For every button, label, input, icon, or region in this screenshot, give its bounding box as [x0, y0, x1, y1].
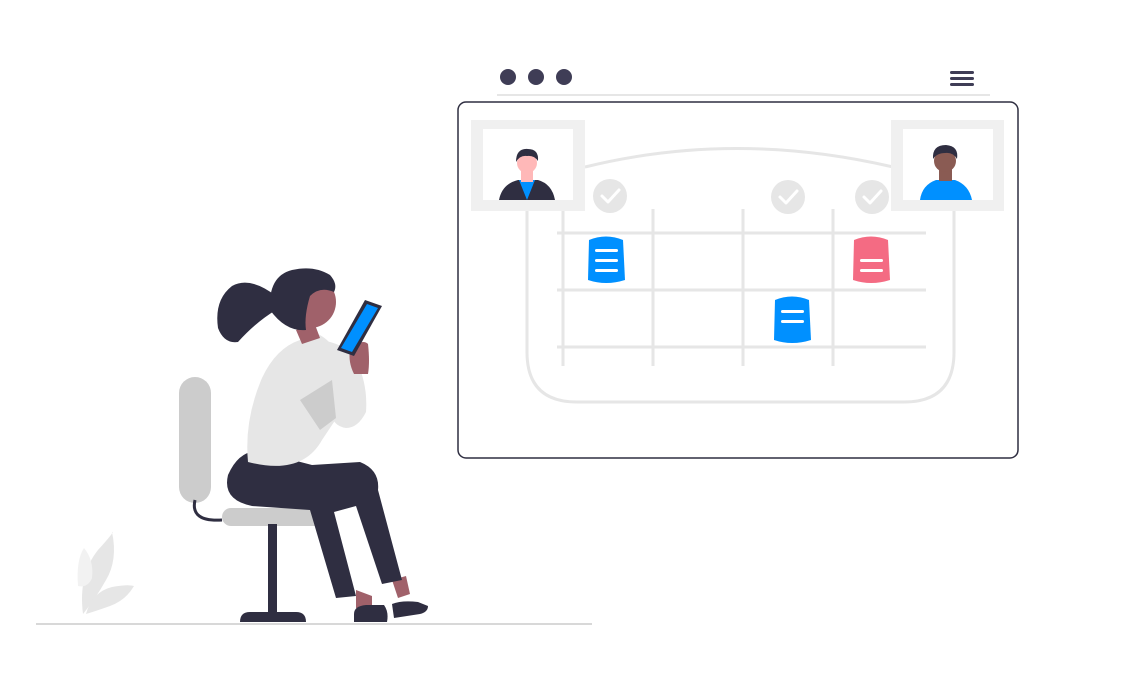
document-icon[interactable] [588, 236, 625, 284]
ponytail [217, 282, 276, 343]
smartphone-icon [337, 300, 382, 356]
shoe-left [354, 605, 388, 622]
connection-arc [584, 147, 894, 169]
check-circle-icon [593, 179, 627, 213]
document-icon[interactable] [853, 236, 890, 284]
hair [269, 268, 336, 331]
user-avatar-icon [920, 145, 972, 200]
document-icon[interactable] [774, 296, 811, 344]
woman-figure [217, 268, 428, 622]
chair [179, 377, 324, 622]
window-dot-1 [500, 69, 516, 85]
check-circle-icon [855, 180, 889, 214]
board-window [457, 101, 1019, 459]
window-dot-2 [528, 69, 544, 85]
window-dot-3 [556, 69, 572, 85]
board-frame [525, 208, 956, 404]
participant-card-left[interactable] [471, 120, 585, 211]
participant-card-right[interactable] [891, 120, 1004, 211]
browser-header [497, 69, 990, 96]
plant-icon [77, 531, 134, 614]
shoe-right [392, 601, 428, 618]
hamburger-menu-icon[interactable] [950, 71, 974, 86]
schedule-grid [557, 209, 926, 366]
user-avatar-icon [499, 148, 555, 200]
check-circle-icon [771, 180, 805, 214]
